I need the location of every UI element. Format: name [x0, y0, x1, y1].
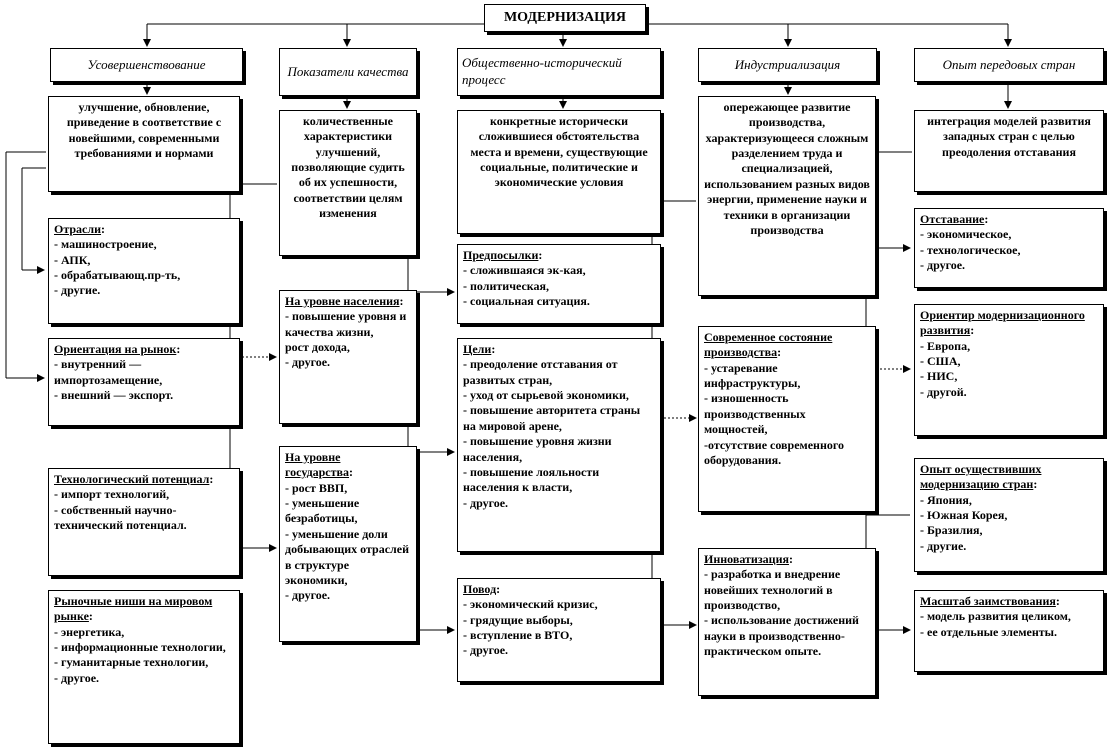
list-item: - повышение уровня и качества жизни, [285, 309, 407, 339]
list-item: рост дохода, [285, 340, 350, 355]
top-connectors [143, 23, 1012, 109]
definition-usovershenstvovanie: улучшение, обновление, приведение в соот… [48, 96, 240, 192]
povod-title: Повод [463, 582, 497, 596]
list-item: - Япония, [920, 492, 972, 507]
list-item: - Европа, [920, 338, 971, 353]
list-item: -отсутствие современного оборудования. [704, 437, 845, 467]
list-item: - гуманитарные технологии, [54, 655, 209, 670]
naselenie-title: На уровне населения [285, 294, 400, 308]
list-item: - Южная Корея, [920, 508, 1008, 523]
predposylki-box: Предпосылки: - сложившаяся эк-кая, - пол… [457, 244, 661, 324]
list-item: - социальная ситуация. [463, 294, 590, 309]
orientacia-title: Ориентация на рынок [54, 342, 177, 356]
list-item: - грядущие выборы, [463, 612, 573, 627]
list-item: - внутренний — [54, 357, 142, 372]
povod-box: Повод: - экономический кризис, - грядущи… [457, 578, 661, 682]
masshtab-box: Масштаб заимствования: - модель развития… [914, 590, 1104, 672]
list-item: - другое. [54, 670, 100, 685]
list-item: - импорт технологий, [54, 487, 170, 502]
orientir-box: Ориентир модернизационного развития: - Е… [914, 304, 1104, 436]
opytstran-box: Опыт осуществивших модернизацию стран: -… [914, 458, 1104, 572]
list-item: - политическая, [463, 278, 549, 293]
list-item: - другое. [463, 495, 509, 510]
list-item: - США, [920, 354, 961, 369]
masshtab-title: Масштаб заимствования [920, 594, 1056, 608]
orientacia-box: Ориентация на рынок: - внутренний — импо… [48, 338, 240, 426]
list-item: - модель развития целиком, [920, 609, 1071, 624]
list-item: - разработка и внедрение новейших технол… [704, 567, 841, 613]
list-item: - другие. [54, 283, 101, 298]
predposylki-title: Предпосылки [463, 248, 539, 262]
opytstran-title: Опыт осуществивших модернизацию стран [920, 462, 1042, 492]
list-item: - обрабатывающ.пр-ть, [54, 268, 181, 283]
nishi-title: Рыночные ниши на мировом рынке [54, 594, 213, 624]
tehpot-box: Технологический потенциал: - импорт техн… [48, 468, 240, 576]
header-pokazateli: Показатели качества [279, 48, 417, 96]
list-item: - информационные технологии, [54, 640, 226, 655]
header-opyt: Опыт передовых стран [914, 48, 1104, 82]
list-item: - устаревание инфраструктуры, [704, 360, 801, 391]
definition-industrializaciya: опережающее развитие производства, харак… [698, 96, 876, 296]
list-item: - экономический кризис, [463, 597, 598, 612]
list-item: - другое. [285, 588, 331, 603]
list-item: - повышение лояльности населения к власт… [463, 464, 600, 495]
celi-title: Цели [463, 342, 492, 356]
otstavanie-title: Отставание [920, 212, 985, 226]
list-item: - энергетика, [54, 624, 125, 639]
definition-opyt: интеграция моделей развития западных стр… [914, 110, 1104, 192]
list-item: - собственный научно-технический потенци… [54, 502, 187, 533]
otrasli-title: Отрасли [54, 222, 102, 236]
list-item: - использование достижений науки в произ… [704, 613, 859, 659]
sostoyanie-box: Современное состояние производства: - ус… [698, 326, 876, 512]
list-item: - технологическое, [920, 242, 1021, 257]
list-item: - другие. [920, 538, 967, 553]
list-item: - уменьшение доли добывающих отраслей в … [285, 526, 409, 587]
list-item: - машиностроение, [54, 237, 157, 252]
tehpot-title: Технологический потенциал [54, 472, 210, 486]
definition-obschestvenno: конкретные исторически сложившиеся обсто… [457, 110, 661, 234]
list-item: - экономическое, [920, 227, 1012, 242]
otstavanie-box: Отставание: - экономическое, - технологи… [914, 208, 1104, 288]
list-item: - повышение авторитета страны на мировой… [463, 403, 641, 433]
gosudarstvo-title: На уровне государства [285, 450, 350, 480]
naselenie-box: На уровне населения: - повышение уровня … [279, 290, 417, 424]
header-usovershenstvovanie: Усовершенствование [50, 48, 243, 82]
list-item: - другое. [920, 258, 966, 273]
nishi-box: Рыночные ниши на мировом рынке: - энерге… [48, 590, 240, 744]
definition-pokazateli: количественные характеристики улучшений,… [279, 110, 417, 256]
list-item: - рост ВВП, [285, 480, 348, 495]
list-item: - вступление в ВТО, [463, 628, 573, 643]
list-item: - уменьшение безработицы, [285, 496, 360, 526]
list-item: - сложившаяся эк-кая, [463, 263, 586, 278]
sostoyanie-title: Современное состояние производства [704, 330, 833, 360]
orientir-title: Ориентир модернизационного развития [920, 308, 1085, 338]
header-industrializaciya: Индустриализация [698, 48, 877, 82]
list-item: - НИС, [920, 369, 958, 384]
gosudarstvo-box: На уровне государства: - рост ВВП, - уме… [279, 446, 417, 642]
list-item: - Бразилия, [920, 523, 983, 538]
header-obschestvenno: Общественно-исторический процесс [457, 48, 661, 96]
list-item: - уход от сырьевой экономики, [463, 388, 629, 403]
list-item: импортозамещение, [54, 372, 163, 387]
list-item: - внешний — экспорт. [54, 388, 174, 403]
innovatizacia-box: Инноватизация: - разработка и внедрение … [698, 548, 876, 696]
list-item: - изношенность производственных мощносте… [704, 391, 806, 437]
list-item: - другой. [920, 384, 967, 399]
list-item: - повышение уровня жизни населения, [463, 434, 612, 464]
otrasli-box: Отрасли: - машиностроение, - АПК, - обра… [48, 218, 240, 324]
diagram-title: МОДЕРНИЗАЦИЯ [484, 4, 646, 32]
list-item: - АПК, [54, 252, 91, 267]
celi-box: Цели: - преодоление отставания от развит… [457, 338, 661, 552]
list-item: - другое. [463, 643, 509, 658]
list-item: - преодоление отставания от развитых стр… [463, 357, 618, 387]
list-item: - другое. [285, 355, 331, 370]
innovatizacia-title: Инноватизация [704, 552, 789, 566]
list-item: - ее отдельные элементы. [920, 624, 1058, 639]
